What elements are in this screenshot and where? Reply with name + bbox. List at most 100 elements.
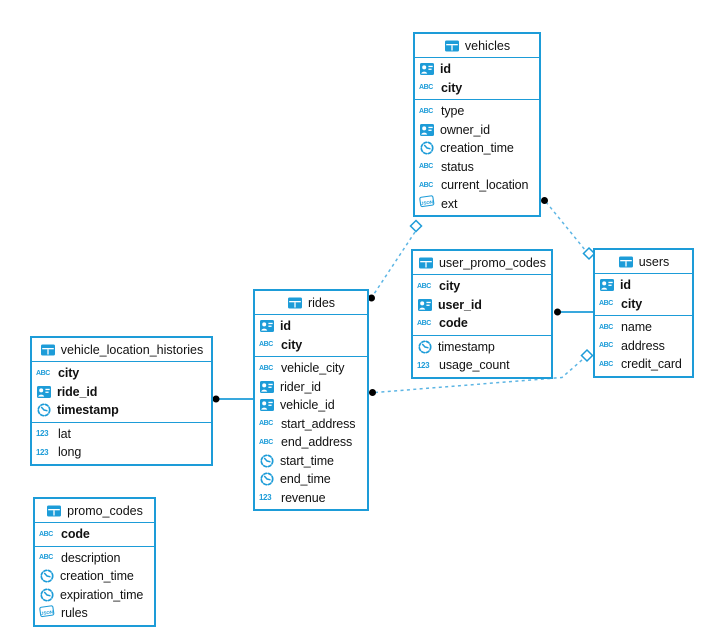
field-name: city [439,279,461,294]
field-row: timestamp [32,401,211,420]
text-icon: ABC [39,554,53,562]
field-row: ABC status [415,158,539,177]
field-row: ride_id [32,383,211,402]
id-icon [599,277,615,293]
table-icon [444,38,460,54]
field-row: JSON ext [415,195,539,214]
field-row: owner_id [415,121,539,140]
field-row: ABC start_address [255,415,367,434]
field-row: ABC city [32,364,211,383]
field-name: vehicle_id [280,398,335,413]
primary-key-section: ABC code [35,523,154,546]
field-name: end_address [281,435,353,450]
relationship-line-vehicles-rides [371,231,416,298]
field-name: revenue [281,490,326,505]
field-name: city [621,296,643,311]
table-header: user_promo_codes [413,251,551,275]
field-name: timestamp [57,403,119,418]
table-title: vehicles [464,38,511,53]
primary-key-section: id ABC city [415,58,539,99]
id-icon [419,122,435,138]
time-icon [39,587,55,603]
id-icon [417,297,433,313]
dot-connector-rides [368,294,375,302]
text-icon: ABC [417,319,431,327]
text-icon: ABC [419,84,433,92]
table-users[interactable]: users id ABC city ABC name ABC address A… [593,248,694,378]
field-name: credit_card [621,357,682,372]
time-icon [39,568,55,584]
primary-key-section: ABC city user_id ABC code [413,275,551,335]
dot-connector-user-promo-codes [554,308,561,316]
columns-section: ABC description creation_time expiration… [35,545,154,625]
table-icon [287,295,303,311]
field-name: owner_id [440,122,490,137]
time-icon [419,140,435,156]
text-icon: ABC [259,438,273,446]
field-name: description [61,550,121,565]
field-name: city [281,337,303,352]
text-icon: ABC [599,360,613,368]
field-row: end_time [255,470,367,489]
field-name: creation_time [440,141,514,156]
text-icon: ABC [36,369,50,377]
table-vehicles[interactable]: vehicles id ABC city ABC type owner_id [413,32,541,217]
field-name: long [58,445,82,460]
field-name: current_location [441,178,529,193]
field-name: city [58,366,80,381]
id-icon [419,61,435,77]
text-icon: ABC [39,530,53,538]
table-icon [618,254,634,270]
text-icon: ABC [419,181,433,189]
field-name: address [621,338,665,353]
primary-key-section: id ABC city [255,315,367,356]
field-name: user_id [438,297,482,312]
columns-section: ABC type owner_id creation_time ABC stat… [415,99,539,215]
table-rides[interactable]: rides id ABC city ABC vehicle_city rider… [253,289,369,511]
field-row: timestamp [413,338,551,357]
number-icon: 123 [259,493,272,503]
field-name: expiration_time [60,587,144,602]
columns-section: 123 lat 123 long [32,421,211,464]
table-icon [46,503,62,519]
field-row: ABC code [413,314,551,333]
json-icon: JSON [419,195,436,211]
table-header: promo_codes [35,499,154,523]
table-header: vehicles [415,34,539,58]
field-row: expiration_time [35,586,154,605]
field-name: start_address [281,416,356,431]
id-icon [36,384,52,400]
text-icon: ABC [599,300,613,308]
table-header: users [595,250,692,274]
field-row: vehicle_id [255,396,367,415]
columns-section: ABC vehicle_city rider_id vehicle_id ABC… [255,356,367,509]
table-title: vehicle_location_histories [60,342,204,357]
diamond-connector-vehicles [409,219,423,233]
table-vehicle-location-histories[interactable]: vehicle_location_histories ABC city ride… [30,336,213,466]
field-name: type [441,104,465,119]
field-name: id [280,319,291,334]
field-row: ABC vehicle_city [255,359,367,378]
field-name: lat [58,426,71,441]
table-icon [40,342,56,358]
table-icon [418,255,434,271]
primary-key-section: ABC city ride_id timestamp [32,362,211,422]
table-user-promo-codes[interactable]: user_promo_codes ABC city user_id ABC co… [411,249,553,379]
time-icon [259,453,275,469]
table-title: users [638,254,670,269]
diamond-connector-users-lower [580,348,594,363]
field-row: creation_time [35,567,154,586]
text-icon: ABC [419,107,433,115]
table-header: rides [255,291,367,315]
number-icon: 123 [417,360,430,370]
id-icon [259,318,275,334]
text-icon: ABC [259,420,273,428]
field-row: 123 long [32,443,211,462]
field-row: id [595,276,692,295]
field-row: 123 lat [32,425,211,444]
text-icon: ABC [259,341,273,349]
id-icon [259,397,275,413]
table-promo-codes[interactable]: promo_codes ABC code ABC description cre… [33,497,156,627]
field-row: user_id [413,296,551,315]
